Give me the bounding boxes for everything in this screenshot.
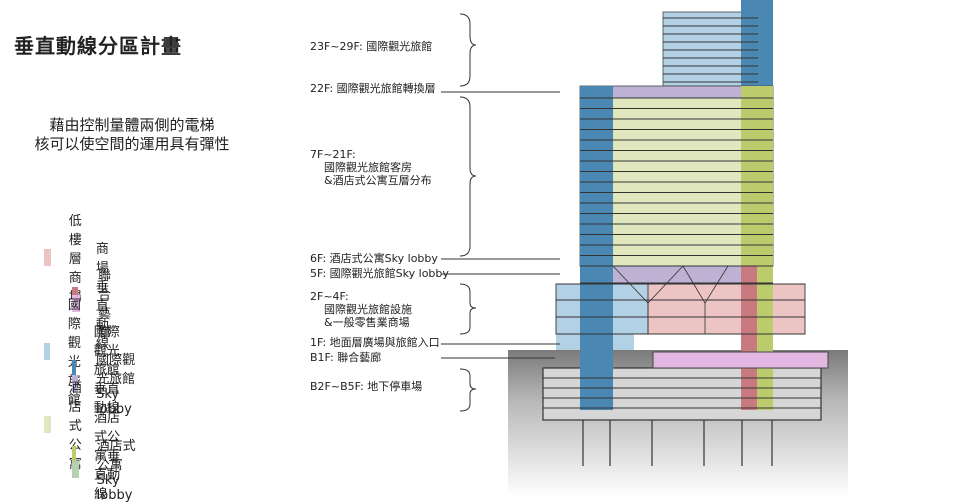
legend-swatch [72, 294, 80, 312]
legend-swatch [72, 374, 79, 392]
podium-mall [647, 283, 806, 335]
bracket-2f-4f [459, 283, 477, 335]
mall-circulation [741, 266, 757, 410]
gallery-b1f [652, 351, 829, 369]
label-5f: 5F: 國際觀光旅館Sky lobby [310, 267, 449, 280]
legend-label: 國際觀光旅館垂直動線 [93, 325, 120, 416]
description-line-2: 核可以使空間的運用具有彈性 [34, 135, 230, 153]
legend-item-mall-circulation: 商場垂直動線 [72, 238, 121, 352]
legend-swatch [44, 342, 50, 360]
legend-item-apartment-circulation: 酒店式公寓垂直動線 [72, 407, 121, 502]
legend-item-gallery: 聯合藝廊 [72, 265, 121, 341]
legend-item-apartment: 酒店式公寓 [44, 377, 93, 472]
legend-item-hotel-circulation: 國際觀光旅館垂直動線 [72, 321, 121, 416]
label-7f-21f: 7F~21F: 國際觀光旅館客房 &酒店式公寓互層分布 [310, 148, 432, 187]
label-22f: 22F: 國際觀光旅館轉換層 [310, 82, 436, 95]
atrium-lines [612, 265, 729, 334]
legend-swatch [72, 360, 76, 377]
legend-label: 酒店式公寓垂直動線 [94, 411, 121, 502]
floor-lines [543, 17, 821, 409]
legend-swatch [72, 460, 79, 478]
label-23f-29f: 23F~29F: 國際觀光旅館 [310, 40, 433, 53]
legend-item-hotel-skylobby: 國際觀光旅館Sky lobby [72, 349, 144, 417]
apartment-core-podium [757, 266, 773, 410]
label-b1f: B1F: 聯合藝廊 [310, 351, 382, 364]
hotel-core-base [580, 334, 613, 410]
label-b2f-b5f: B2F~B5F: 地下停車場 [310, 380, 423, 393]
pointer-lines [441, 91, 560, 359]
description-line-1: 藉由控制量體兩側的電梯 [49, 116, 215, 134]
bracket-23f-29f [459, 13, 477, 87]
floor-brackets [459, 13, 477, 412]
legend-label: 國際觀光旅館Sky lobby [96, 353, 136, 417]
label-6f: 6F: 酒店式公寓Sky lobby [310, 252, 438, 265]
description: 藉由控制量體兩側的電梯 核可以使空間的運用具有彈性 [22, 116, 242, 154]
bracket-7f-21f [459, 96, 477, 257]
legend-label: 酒店式公寓 [68, 381, 82, 472]
diagram-title: 垂直動線分區計畫 [14, 34, 182, 58]
hotel-skylobby-5f [613, 266, 741, 283]
foundation-piles [582, 420, 773, 466]
label-2f-4f: 2F~4F: 國際觀光旅館設施 &一般零售業商場 [310, 290, 412, 329]
label-1f: 1F: 地面層廣場與旅館入口 [310, 336, 440, 349]
bracket-b2f-b5f [459, 368, 477, 412]
legend-label: 聯合藝廊 [97, 269, 111, 341]
legend-swatch [72, 446, 77, 463]
hotel-core-upper [741, 0, 773, 97]
legend-swatch [44, 416, 51, 433]
legend-swatch [44, 249, 51, 266]
legend-label: 商場垂直動線 [95, 242, 109, 352]
